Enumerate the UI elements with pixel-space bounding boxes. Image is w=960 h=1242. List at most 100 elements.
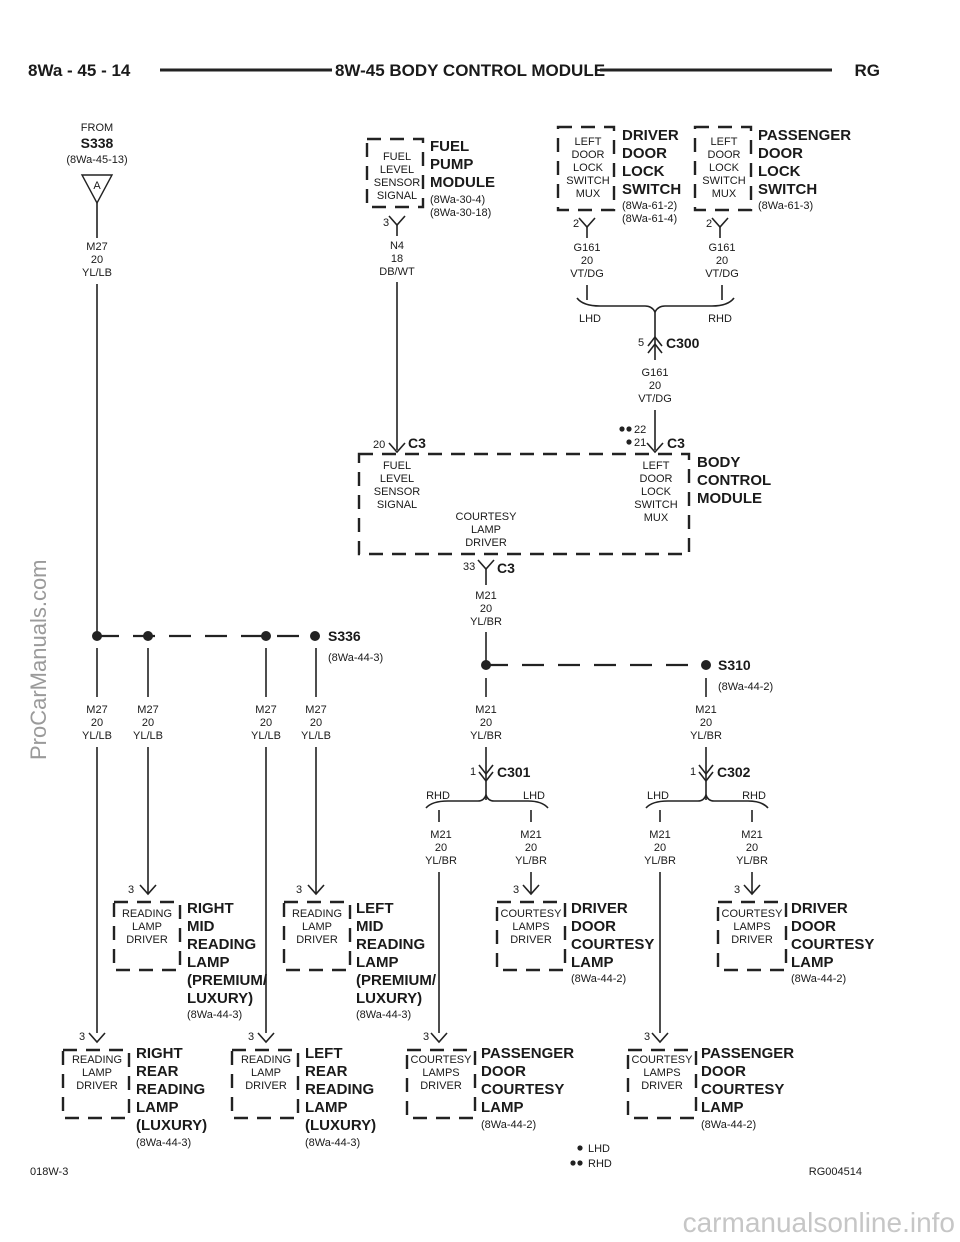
fuel-pump-module: FUEL LEVEL SENSOR SIGNAL FUEL PUMP MODUL… (365, 137, 495, 450)
wire-label: 20 (581, 255, 593, 267)
lhd-rhd-selector (576, 297, 735, 314)
terminal-icon (651, 1032, 669, 1044)
wire-label: G161 (709, 242, 736, 254)
wire-label: 20 (260, 717, 272, 729)
lhd-label: LHD (647, 790, 669, 802)
splice-dot-icon (92, 631, 102, 641)
component-title: LAMP (136, 1099, 179, 1116)
inner-label: LAMPS (733, 921, 770, 933)
inner-label: COURTESY (632, 1054, 694, 1066)
inner-label: LAMPS (512, 921, 549, 933)
inner-label: MUX (712, 188, 737, 200)
pin-label: 22 (634, 424, 646, 436)
rhd-label: RHD (742, 790, 766, 802)
connector-name: C301 (497, 764, 531, 780)
component-title: (LUXURY) (305, 1117, 376, 1134)
lhd-dot-icon (626, 439, 632, 445)
component-title: PASSENGER (701, 1045, 794, 1062)
component-title: LUXURY) (356, 990, 422, 1007)
page-header: 8Wa - 45 - 14 8W-45 BODY CONTROL MODULE … (28, 61, 880, 80)
pin-label: A (93, 180, 101, 192)
rhd-label: RHD (708, 313, 732, 325)
wire-label: YL/LB (133, 730, 163, 742)
wire-label: M21 (741, 829, 762, 841)
wire-label: 20 (142, 717, 154, 729)
component-title: MODULE (430, 174, 495, 191)
component-title: PASSENGER (758, 127, 851, 144)
passenger-door-courtesy-lamp-1: 3 COURTESY LAMPS DRIVER PASSENGER DOOR C… (405, 1031, 574, 1131)
inner-label: DRIVER (76, 1080, 118, 1092)
inner-label: SIGNAL (377, 499, 417, 511)
ref-label: (8Wa-44-2) (571, 973, 626, 985)
component-title: RIGHT (136, 1045, 183, 1062)
wire-label: M27 (86, 241, 107, 253)
component-title: PUMP (430, 156, 473, 173)
connector-name: C3 (497, 560, 515, 576)
component-outline (112, 900, 182, 972)
legend-lhd: LHD (588, 1143, 610, 1155)
inner-label: MUX (576, 188, 601, 200)
wire-label: M27 (137, 704, 158, 716)
ref-label: (8Wa-45-13) (66, 154, 127, 166)
ref-label: (8Wa-44-2) (791, 973, 846, 985)
connector-icon (698, 764, 714, 776)
component-title: (LUXURY) (136, 1117, 207, 1134)
inner-label: LOCK (573, 162, 604, 174)
pin-label: 3 (644, 1031, 650, 1043)
connector-name: C302 (717, 764, 751, 780)
component-title: DOOR (571, 918, 616, 935)
wire-label: VT/DG (705, 268, 739, 280)
wire-label: YL/BR (470, 730, 502, 742)
splice-dot-icon (310, 631, 320, 641)
terminal-icon (257, 1032, 275, 1044)
body-control-module: 20 C3 22 21 C3 FUEL LEVEL SENSOR SIGNAL … (357, 424, 771, 665)
inner-label: DRIVER (296, 934, 338, 946)
inner-label: LEFT (643, 460, 670, 472)
left-mid-reading-lamp: 3 READING LAMP DRIVER LEFT MID READING L… (282, 876, 437, 1021)
wire-label: 20 (700, 717, 712, 729)
component-title: LAMP (356, 954, 399, 971)
wire-label: M27 (255, 704, 276, 716)
pin-label: 3 (128, 884, 134, 896)
side-watermark: ProCarManuals.com (26, 559, 51, 760)
component-title: MID (356, 918, 384, 935)
component-title: LOCK (758, 163, 801, 180)
splice-dot-icon (481, 660, 491, 670)
component-title: COURTESY (571, 936, 654, 953)
wire-label: M21 (475, 590, 496, 602)
bottom-watermark: carmanualsonline.info (683, 1207, 955, 1238)
wire-label: 20 (716, 255, 728, 267)
component-title: LAMP (187, 954, 230, 971)
connector-c302: 1 C302 LHD RHD M21 20 YL/BR M21 20 YL/BR (644, 764, 769, 1033)
ref-label: (8Wa-30-18) (430, 207, 491, 219)
from-label: FROM (81, 122, 113, 134)
terminal-icon (388, 215, 406, 227)
component-title: REAR (136, 1063, 179, 1080)
inner-label: COURTESY (501, 908, 563, 920)
connector-icon (698, 771, 714, 783)
inner-label: LEVEL (380, 164, 414, 176)
passenger-door-lock-switch: LEFT DOOR LOCK SWITCH MUX PASSENGER DOOR… (693, 125, 851, 300)
section-code: RG (855, 61, 881, 80)
wire-label: M27 (86, 704, 107, 716)
inner-label: MUX (644, 512, 669, 524)
wire-label: M21 (475, 704, 496, 716)
right-mid-reading-lamp: 3 READING LAMP DRIVER RIGHT MID READING … (112, 876, 268, 1021)
driver-door-courtesy-lamp-1: 3 COURTESY LAMPS DRIVER DRIVER DOOR COUR… (495, 876, 654, 985)
splice-s336: S336 (8Wa-44-3) M27 20 YL/LB M27 20 YL/L… (82, 628, 383, 1033)
terminal-icon (711, 217, 729, 229)
pin-label: 1 (470, 766, 476, 778)
component-title: FUEL (430, 138, 469, 155)
component-title: READING (187, 936, 256, 953)
inner-label: DRIVER (420, 1080, 462, 1092)
wire-label: YL/BR (470, 616, 502, 628)
pin-label: 20 (373, 439, 385, 451)
ref-label: (8Wa-30-4) (430, 194, 485, 206)
inner-label: DRIVER (465, 537, 507, 549)
page-footer: 018W-3 RG004514 LHD RHD (30, 1143, 862, 1178)
wire-label: VT/DG (638, 393, 672, 405)
pin-label: 3 (513, 884, 519, 896)
inner-label: SWITCH (702, 175, 745, 187)
pin-label: 3 (383, 217, 389, 229)
